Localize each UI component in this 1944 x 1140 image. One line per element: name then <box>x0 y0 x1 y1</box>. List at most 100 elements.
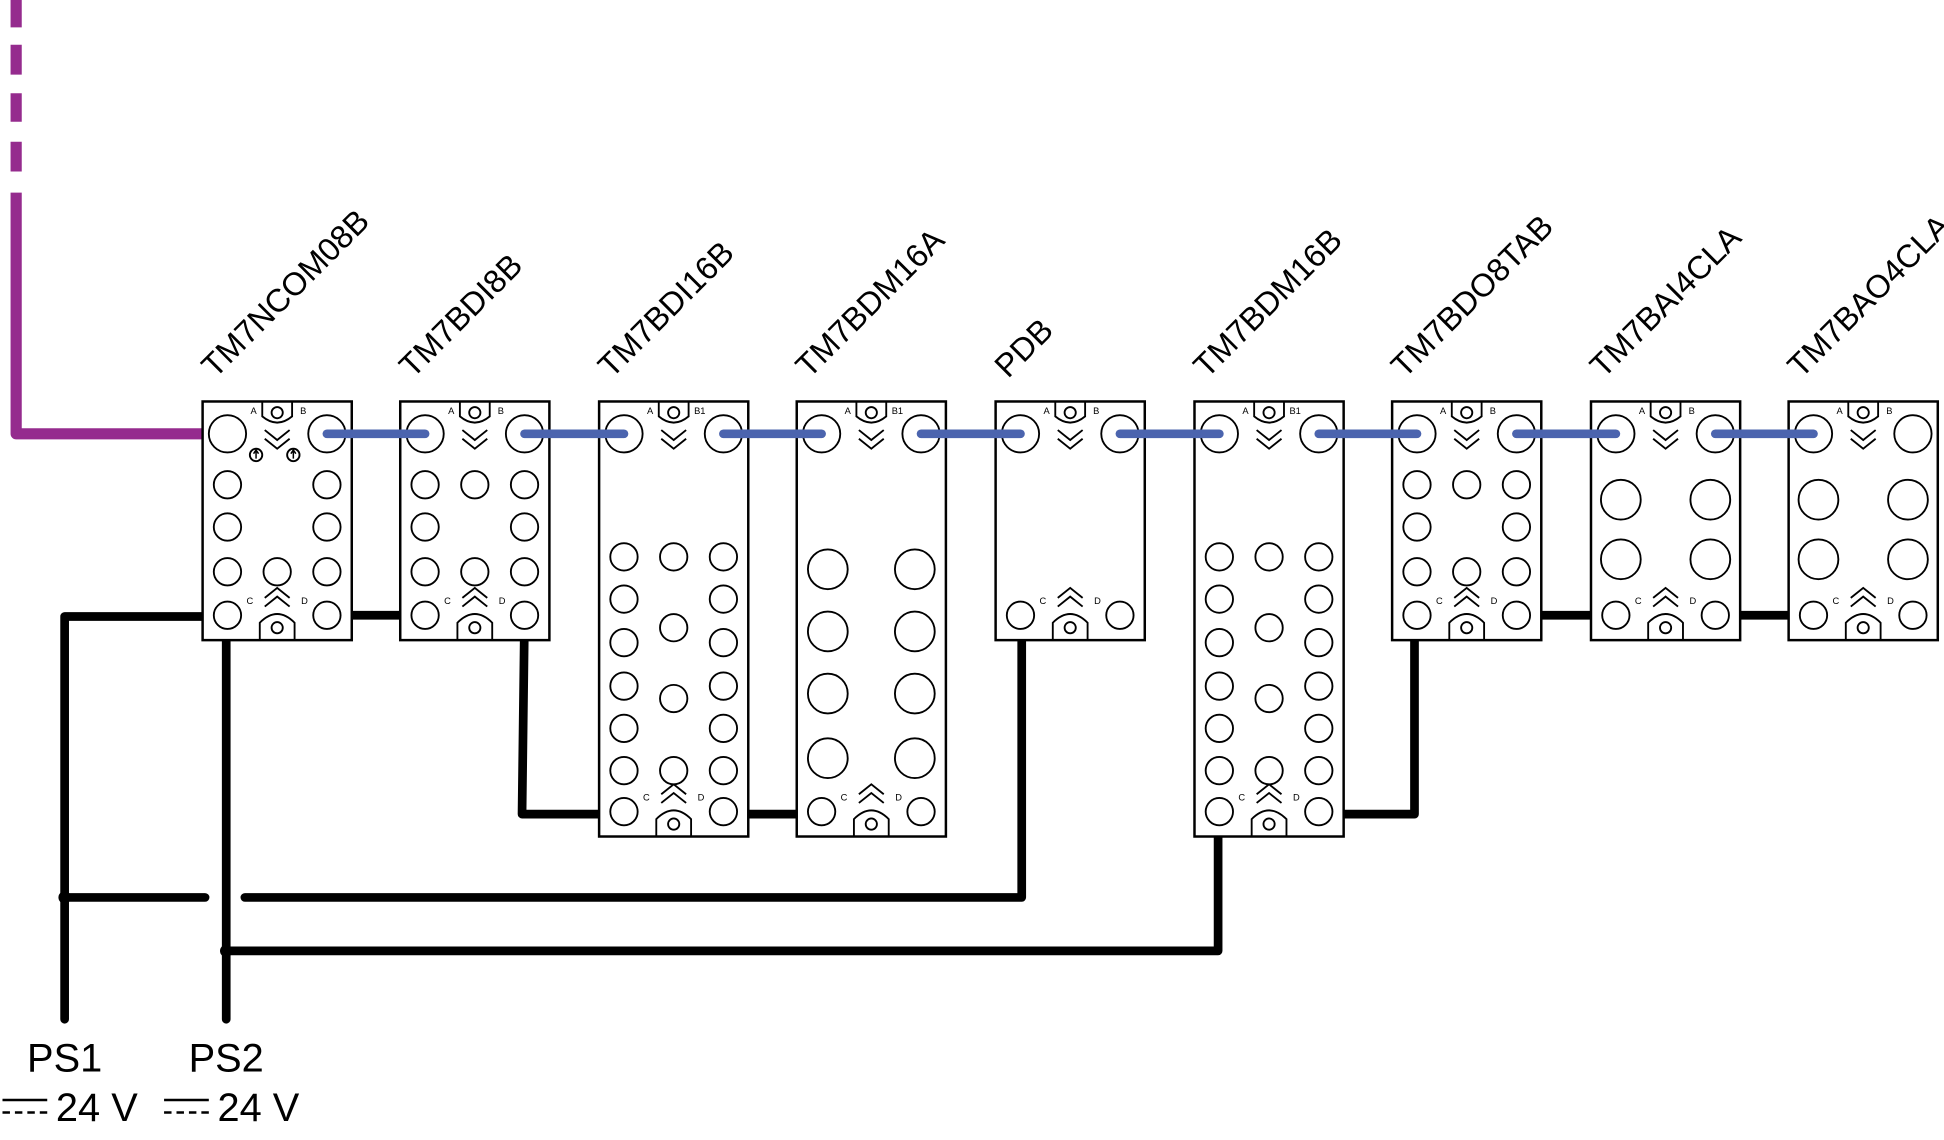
module-label: TM7BAO4CLA <box>1781 207 1944 384</box>
connector-c <box>410 600 440 630</box>
terminal <box>659 542 689 572</box>
terminal <box>609 713 639 743</box>
connector-d <box>906 797 936 827</box>
connector-d <box>1501 600 1532 630</box>
mounting-notch-icon <box>1844 613 1882 641</box>
terminal <box>1254 542 1284 572</box>
terminal <box>708 671 739 701</box>
terminal <box>312 470 342 500</box>
arrow-up-icon <box>290 448 297 459</box>
connector-d <box>312 600 342 630</box>
screw-icon <box>1659 406 1673 420</box>
terminal <box>212 557 243 587</box>
chevron-down-icon <box>1850 429 1877 450</box>
terminal <box>806 672 849 715</box>
terminal <box>410 470 440 500</box>
terminal <box>1254 613 1284 643</box>
terminal <box>1304 628 1334 658</box>
chevron-down-icon <box>461 429 488 450</box>
pin-label-a: A <box>1043 406 1050 416</box>
power-jumper <box>1314 610 1419 819</box>
connector-d <box>1700 600 1730 630</box>
chevron-up-icon <box>1057 586 1084 608</box>
screw-icon <box>1262 406 1276 420</box>
terminal <box>1204 542 1234 572</box>
module-label: TM7BDM16A <box>789 221 952 384</box>
terminal <box>894 548 936 591</box>
pin-label-a: A <box>448 406 455 416</box>
terminal <box>609 542 639 572</box>
terminal <box>894 610 936 653</box>
terminal <box>806 737 849 780</box>
screw-icon <box>1856 406 1870 420</box>
terminal <box>1304 542 1334 572</box>
power-supply-voltage: 24 V <box>56 1086 138 1130</box>
chevron-up-icon <box>1652 586 1679 608</box>
pin-label-a: A <box>250 406 257 416</box>
screw-icon <box>1460 406 1474 420</box>
pin-label-b: B1 <box>892 406 903 416</box>
terminal <box>1887 538 1929 581</box>
pin-label-c: C <box>1238 792 1245 802</box>
ps1-branch-pdb <box>240 610 1027 902</box>
terminal <box>609 584 639 614</box>
terminal <box>659 756 689 786</box>
chevron-up-icon <box>461 586 488 608</box>
screw-icon <box>1659 621 1673 635</box>
terminal <box>460 470 490 500</box>
terminal <box>1689 538 1732 581</box>
mounting-notch-icon <box>855 401 888 424</box>
module-label: TM7BDM16B <box>1186 222 1349 385</box>
connector-d <box>1304 797 1334 827</box>
pin-label-a: A <box>1836 406 1843 416</box>
ps1-feed <box>60 612 232 1024</box>
connector-c <box>1798 600 1829 630</box>
pin-label-b: B <box>1886 406 1892 416</box>
pin-label-c: C <box>841 792 848 802</box>
connector-c <box>609 797 639 827</box>
connector-c <box>212 600 243 630</box>
chevron-down-icon <box>264 429 291 450</box>
pin-label-a: A <box>845 406 852 416</box>
pin-label-c: C <box>246 596 253 606</box>
module-label: TM7BDO8TAB <box>1384 208 1560 384</box>
terminal <box>708 584 739 614</box>
module-label: TM7BDI8B <box>392 247 529 384</box>
pin-label-c: C <box>1436 596 1443 606</box>
power-supply-name: PS2 <box>189 1036 264 1080</box>
terminal <box>212 470 243 500</box>
terminal <box>1797 478 1840 521</box>
power-supply-voltage: 24 V <box>218 1086 300 1130</box>
mounting-notch-icon <box>852 809 890 837</box>
terminal <box>806 610 849 653</box>
terminal <box>1501 512 1532 542</box>
mounting-notch-icon <box>657 401 690 424</box>
mounting-notch-icon <box>458 401 491 424</box>
screw-icon <box>1460 621 1474 635</box>
pin-label-a: A <box>1639 406 1646 416</box>
mounting-notch-icon <box>258 613 296 641</box>
terminal <box>1204 713 1234 743</box>
pin-label-b: B1 <box>1289 406 1300 416</box>
pin-label-c: C <box>1635 596 1642 606</box>
pin-label-c: C <box>1039 596 1046 606</box>
fieldbus-cable <box>10 0 235 442</box>
connector-b <box>1893 414 1933 454</box>
terminal <box>312 557 342 587</box>
terminal <box>1402 557 1432 587</box>
chevron-down-icon <box>1652 429 1679 450</box>
pin-label-d: D <box>1094 596 1101 606</box>
terminal <box>1600 478 1642 521</box>
mounting-notch-icon <box>1450 401 1483 424</box>
terminal <box>460 557 490 587</box>
terminal <box>894 737 936 780</box>
terminal <box>1501 557 1532 587</box>
terminal <box>708 628 739 658</box>
terminal <box>410 557 440 587</box>
terminal <box>894 672 936 715</box>
